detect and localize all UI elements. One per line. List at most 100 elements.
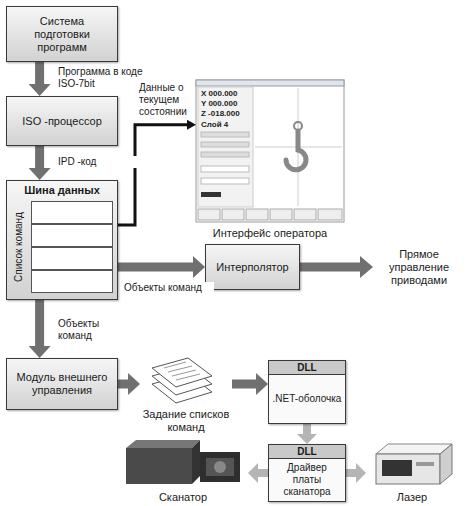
operator-screen-part bbox=[201, 132, 249, 137]
operator-screen-part bbox=[201, 178, 249, 184]
command-lists-icon: Задание списков команд bbox=[140, 352, 232, 434]
arrow-head bbox=[248, 463, 258, 483]
arrow-head bbox=[29, 84, 51, 96]
connector-line bbox=[346, 469, 356, 477]
operator-screen-part bbox=[201, 166, 249, 172]
operator-screen-part bbox=[294, 209, 316, 220]
laser-picture bbox=[376, 444, 452, 484]
operator-screen-part bbox=[270, 209, 292, 220]
arrow-head bbox=[356, 463, 366, 483]
picture-caption: Задание списков команд bbox=[140, 408, 232, 434]
operator-screen-part bbox=[286, 131, 306, 170]
box-text: Интерполятор bbox=[216, 261, 289, 274]
screen-readout: X 000.000 bbox=[201, 89, 237, 98]
scanner-picture-part bbox=[126, 440, 200, 448]
scanner-picture-part bbox=[206, 458, 234, 476]
connector-line bbox=[35, 300, 44, 346]
list-row bbox=[31, 201, 113, 224]
scanner-device: Сканатор bbox=[118, 436, 248, 504]
connector-line bbox=[118, 380, 128, 389]
picture-caption: Интерфейс оператора bbox=[213, 227, 327, 240]
edge-label: Объекты команд bbox=[58, 318, 128, 342]
paper-stack-icon-part bbox=[168, 366, 192, 372]
connector-line bbox=[232, 379, 256, 388]
screen-readout: Слой 4 bbox=[201, 120, 228, 129]
list-row bbox=[31, 224, 113, 247]
scanner-picture-part bbox=[126, 448, 192, 484]
paper-stack-icon-part bbox=[152, 358, 212, 387]
dll-body: Драйвер платы сканатора bbox=[269, 459, 345, 501]
laser-picture-part bbox=[440, 444, 452, 484]
arrow-head bbox=[29, 346, 51, 358]
laser-picture-part bbox=[416, 462, 434, 466]
paper-stack-icon-part bbox=[176, 374, 200, 380]
screen-readout: Y 000.000 bbox=[201, 99, 237, 108]
dll-header: DLL bbox=[269, 445, 345, 459]
operator-screen-part bbox=[318, 209, 342, 220]
list-row bbox=[31, 247, 113, 270]
box-text: Модуль внешнего управления bbox=[11, 371, 113, 397]
scanner-picture-part bbox=[214, 461, 226, 473]
dll-body: .NET-оболочка bbox=[269, 375, 345, 423]
output-label: Прямое управление приводами bbox=[376, 248, 462, 287]
operator-screen-part bbox=[201, 152, 249, 157]
connector-arrow bbox=[346, 463, 366, 483]
data-bus-box: Шина данныхСписок команд bbox=[6, 180, 118, 300]
paper-stack-icon-part bbox=[172, 370, 196, 376]
box-text: ISO -процессор bbox=[22, 115, 102, 128]
operator-screen-part bbox=[196, 80, 344, 222]
edge-label: Данные о текущем состоянии bbox=[139, 82, 195, 118]
scanner-picture-part bbox=[192, 440, 200, 484]
laser-picture-part bbox=[382, 460, 412, 476]
laser-device: Лазер bbox=[366, 436, 458, 504]
process-box: Система подготовки программ bbox=[6, 6, 118, 62]
list-row bbox=[31, 270, 113, 293]
box-text: Система подготовки программ bbox=[11, 15, 113, 54]
arrow-head bbox=[193, 256, 205, 278]
connector-arrow bbox=[29, 62, 51, 96]
process-box: Интерполятор bbox=[205, 244, 300, 290]
scanner-picture-part bbox=[200, 452, 240, 482]
picture-caption: Лазер bbox=[397, 491, 427, 504]
connector-line bbox=[118, 125, 187, 225]
connector-arrow bbox=[118, 256, 205, 278]
process-box: Модуль внешнего управления bbox=[6, 358, 118, 410]
connector-arrow bbox=[118, 373, 140, 395]
dll-text: .NET-оболочка bbox=[273, 393, 342, 405]
operator-screen-part bbox=[198, 87, 253, 207]
edge-label: IPD -код bbox=[58, 156, 138, 168]
connector-line bbox=[258, 469, 268, 477]
arrow-head bbox=[187, 120, 196, 130]
connector-line bbox=[118, 263, 193, 272]
dll-text: Драйвер платы сканатора bbox=[272, 462, 342, 498]
paper-stack-icon bbox=[152, 358, 212, 403]
vertical-label-strip: Список команд bbox=[9, 201, 29, 293]
operator-screen-part bbox=[246, 209, 268, 220]
connector-line bbox=[35, 146, 44, 168]
operator-screen-part bbox=[198, 209, 220, 220]
arrow-head bbox=[256, 373, 268, 395]
list-heading: Список команд bbox=[13, 212, 25, 282]
operator-screen-part bbox=[196, 80, 344, 86]
operator-screen-part bbox=[201, 142, 249, 147]
connector-arrow bbox=[29, 300, 51, 358]
dll-box: DLL Драйвер платы сканатора bbox=[268, 444, 346, 502]
picture-caption: Сканатор bbox=[159, 491, 207, 504]
arrow-head bbox=[29, 168, 51, 180]
dll-box: DLL .NET-оболочка bbox=[268, 360, 346, 424]
bus-title: Шина данных bbox=[7, 184, 117, 197]
connector-line bbox=[35, 62, 44, 84]
scanner-picture bbox=[126, 440, 240, 484]
screen-readout: Z -018.000 bbox=[201, 109, 240, 118]
direct-drive-arrow-part bbox=[300, 263, 361, 272]
operator-screen-part bbox=[222, 209, 244, 220]
connector-arrow bbox=[248, 463, 268, 483]
laser-picture-part bbox=[376, 444, 452, 454]
connector-arrow bbox=[29, 146, 51, 180]
edge-label: Объекты команд bbox=[124, 282, 214, 294]
laser-picture-part bbox=[376, 454, 440, 484]
operator-screen-part bbox=[201, 192, 221, 197]
arrow-head bbox=[128, 373, 140, 395]
dll-header: DLL bbox=[269, 361, 345, 375]
